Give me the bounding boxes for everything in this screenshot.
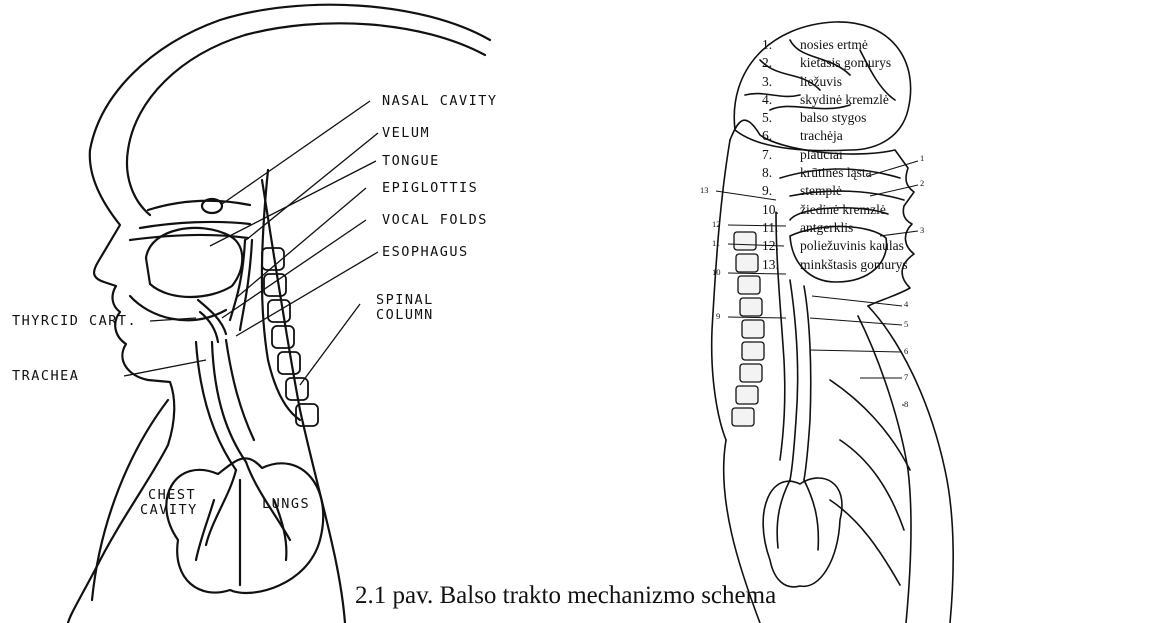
callout-7: 7 bbox=[904, 372, 908, 382]
legend-text: žiedinė kremzlė bbox=[800, 202, 886, 217]
legend-text: balso stygos bbox=[800, 110, 866, 125]
legend-text: plaučiai bbox=[800, 147, 843, 162]
legend-text: antgerklis bbox=[800, 220, 853, 235]
legend-item: 9.stemplė bbox=[762, 182, 908, 200]
legend-number: 5. bbox=[762, 109, 800, 127]
legend-text: minkštasis gomurys bbox=[800, 257, 908, 272]
legend-number: 9. bbox=[762, 182, 800, 200]
callout-9: 9 bbox=[716, 311, 720, 321]
callout-12: 12 bbox=[712, 219, 721, 229]
legend-item: 11.antgerklis bbox=[762, 219, 908, 237]
legend-number: 6. bbox=[762, 127, 800, 145]
legend-item: 10.žiedinė kremzlė bbox=[762, 201, 908, 219]
legend-number: 1. bbox=[762, 36, 800, 54]
callout-5: 5 bbox=[904, 319, 908, 329]
legend-item: 1.nosies ertmė bbox=[762, 36, 908, 54]
legend-text: skydinė kremzlė bbox=[800, 92, 889, 107]
callout-4: 4 bbox=[904, 299, 908, 309]
legend-list: 1.nosies ertmė 2.kietasis gomurys 3.liež… bbox=[762, 36, 908, 274]
legend-item: 2.kietasis gomurys bbox=[762, 54, 908, 72]
lungs-shape-right bbox=[763, 478, 842, 587]
legend-number: 2. bbox=[762, 54, 800, 72]
legend-item: 3.liežuvis bbox=[762, 73, 908, 91]
figure-caption: 2.1 pav. Balso trakto mechanizmo schema bbox=[355, 582, 776, 610]
legend-number: 10. bbox=[762, 201, 800, 219]
callout-8: 8 bbox=[904, 399, 908, 409]
legend-number: 11. bbox=[762, 219, 800, 237]
legend-text: poliežuvinis kaulas bbox=[800, 238, 904, 253]
legend-text: liežuvis bbox=[800, 74, 842, 89]
legend-item: 7.plaučiai bbox=[762, 146, 908, 164]
callout-1: 1 bbox=[920, 153, 924, 163]
legend-number: 8. bbox=[762, 164, 800, 182]
legend-number: 3. bbox=[762, 73, 800, 91]
legend-item: 12.poliežuvinis kaulas bbox=[762, 237, 908, 255]
legend-number: 12. bbox=[762, 237, 800, 255]
callout-3: 3 bbox=[920, 225, 924, 235]
callout-10: 10 bbox=[712, 267, 721, 277]
legend-text: kietasis gomurys bbox=[800, 55, 891, 70]
legend-text: krūtinės ląsta bbox=[800, 165, 872, 180]
callout-6: 6 bbox=[904, 346, 908, 356]
legend-item: 13.minkštasis gomurys bbox=[762, 256, 908, 274]
legend-item: 6.trachėja bbox=[762, 127, 908, 145]
legend-item: 8.krūtinės ląsta bbox=[762, 164, 908, 182]
legend-number: 13. bbox=[762, 256, 800, 274]
legend-text: trachėja bbox=[800, 128, 843, 143]
callout-11: 11 bbox=[712, 238, 720, 248]
legend-item: 5.balso stygos bbox=[762, 109, 908, 127]
legend-text: nosies ertmė bbox=[800, 37, 868, 52]
legend-number: 4. bbox=[762, 91, 800, 109]
legend-text: stemplė bbox=[800, 183, 842, 198]
callout-2: 2 bbox=[920, 178, 924, 188]
legend-number: 7. bbox=[762, 146, 800, 164]
callout-13: 13 bbox=[700, 185, 709, 195]
legend-item: 4.skydinė kremzlė bbox=[762, 91, 908, 109]
